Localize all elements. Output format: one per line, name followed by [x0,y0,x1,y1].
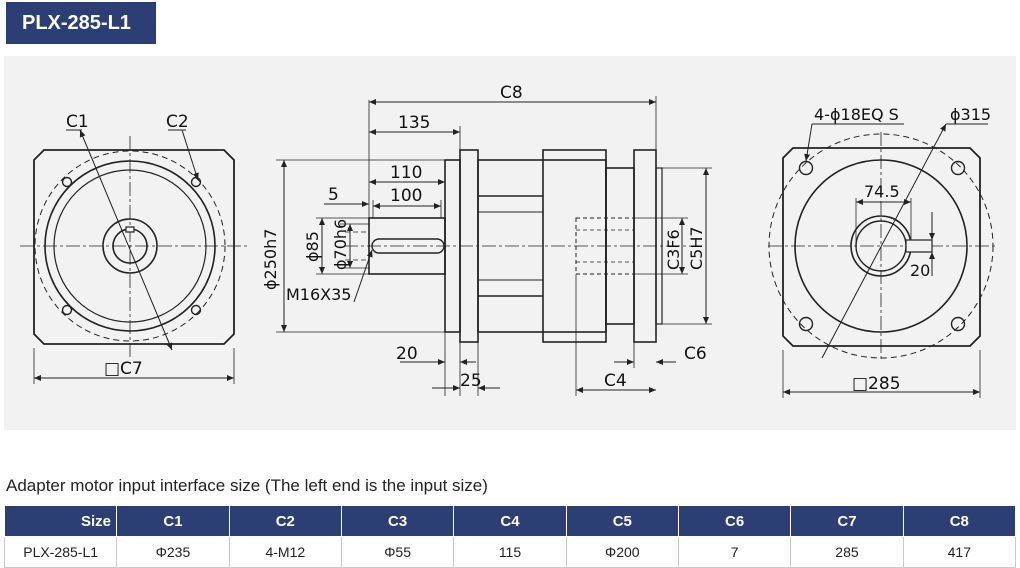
header-size: Size [3,505,118,537]
dim-5: 5 [328,185,339,205]
c1-label: C1 [66,112,89,132]
table-caption: Adapter motor input interface size (The … [6,476,488,495]
cell-c2: 4-M12 [228,536,342,568]
input-flange-view [20,129,248,384]
dim-74-5: 74.5 [864,182,900,201]
dim-110: 110 [390,163,422,183]
holes-label: 4-ϕ18EQ S [814,105,899,124]
c3-label: C3F6 [664,229,683,270]
thread-label: M16X35 [286,285,351,304]
cell-size: PLX-285-L1 [3,536,118,568]
cell-c1: Φ235 [116,536,230,568]
c6-label: C6 [684,344,707,364]
dim-100: 100 [390,186,422,206]
model-tag: PLX-285-L1 [6,2,156,44]
header-c7: C7 [790,505,904,537]
output-flange-view [768,123,996,398]
table-row: PLX-285-L1 Φ235 4-M12 Φ55 115 Φ200 7 285… [3,536,1017,568]
dim-20-key: 20 [910,261,930,280]
spec-table: Size C1 C2 C3 C4 C5 C6 C7 C8 PLX-285-L1 … [3,505,1017,568]
cell-c3: Φ55 [340,536,455,568]
header-c6: C6 [677,505,792,537]
header-c2: C2 [228,505,342,537]
header-c1: C1 [116,505,230,537]
model-tag-label: PLX-285-L1 [22,12,131,34]
technical-drawing-panel [4,56,1016,430]
dim-85: ϕ85 [303,231,322,262]
dim-135: 135 [398,113,430,133]
dim-315: ϕ315 [950,105,991,124]
cell-c4: 115 [453,536,567,568]
c8-label: C8 [500,83,523,103]
dim-25: 25 [460,371,482,391]
cell-c6: 7 [677,536,792,568]
table-header-row: Size C1 C2 C3 C4 C5 C6 C7 C8 [3,505,1017,537]
cell-c8: 417 [902,536,1017,568]
gearbox-side-view [276,96,712,396]
dim-285: □285 [852,374,901,394]
technical-drawing: C1 C2 □C7 [20,83,996,398]
dim-250h7: ϕ250h7 [261,229,280,290]
c7-label: □C7 [104,359,143,379]
dim-70h6: ϕ70h6 [331,219,350,270]
dim-20-side: 20 [396,344,418,364]
c5-label: C5H7 [687,226,706,270]
cell-c5: Φ200 [565,536,679,568]
c2-label: C2 [166,112,189,132]
header-c5: C5 [565,505,679,537]
header-c3: C3 [340,505,455,537]
cell-c7: 285 [790,536,904,568]
header-c8: C8 [902,505,1017,537]
header-c4: C4 [453,505,567,537]
c4-label: C4 [604,371,627,391]
